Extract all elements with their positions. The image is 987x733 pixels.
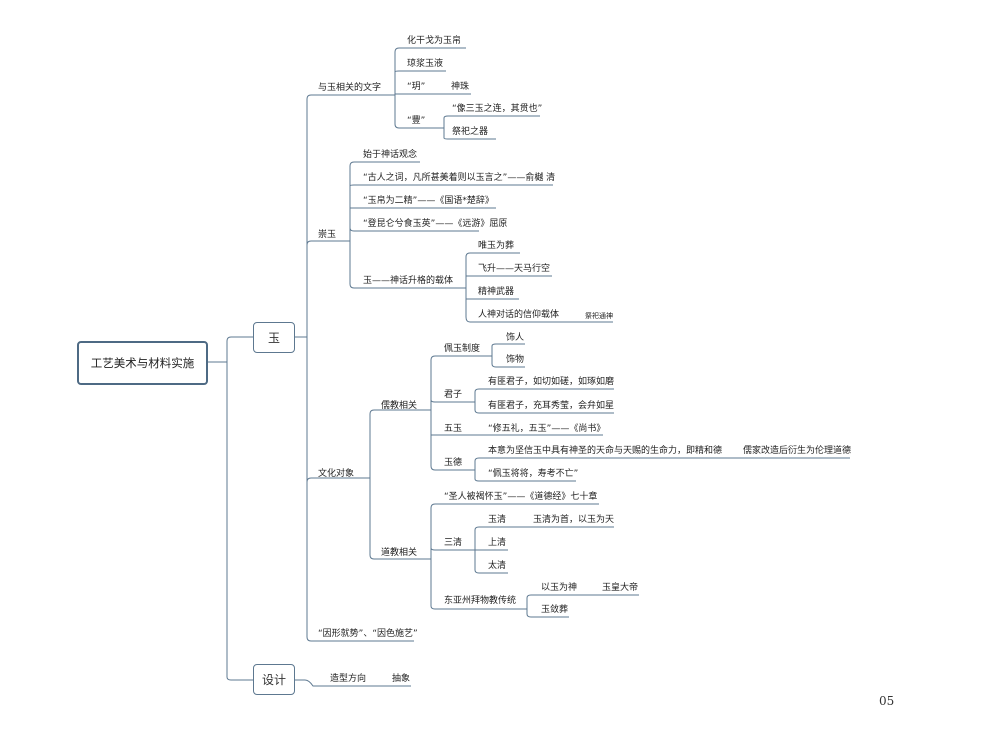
yude-child-node[interactable]: 本意为坚信玉中具有神圣的天命与天赐的生命力，即精和德 — [488, 446, 723, 456]
yude-subchild-node[interactable]: 儒家改造后衍生为伦理道德 — [743, 446, 852, 456]
taoist-node[interactable]: 道教相关 — [381, 548, 418, 558]
confucian-node[interactable]: 儒教相关 — [381, 401, 418, 411]
yude-child-node[interactable]: “佩玉将将，寿考不亡” — [488, 469, 579, 479]
worship-item-node[interactable]: “登昆仑兮食玉英”——《远游》屈原 — [363, 219, 508, 229]
junzi-child-node[interactable]: 有匪君子，充耳秀莹，会弁如星 — [488, 401, 615, 411]
worship-item-node[interactable]: “古人之词，凡所甚美着则以玉言之”——俞樾 清 — [363, 173, 556, 183]
wuyu-node[interactable]: 五玉 — [444, 424, 463, 434]
jade-node[interactable]: 玉 — [253, 322, 295, 353]
sanqing-node[interactable]: 三清 — [444, 538, 463, 548]
yude-node[interactable]: 玉德 — [444, 458, 463, 468]
junzi-child-node[interactable]: 有匪君子，如切如磋，如琢如磨 — [488, 377, 615, 387]
sanqing-child-node[interactable]: 玉清 — [488, 515, 507, 525]
worship-item-node[interactable]: 始于神话观念 — [363, 150, 418, 160]
wearing-child-node[interactable]: 饰人 — [506, 333, 525, 343]
carrier-child-node[interactable]: 精神武器 — [478, 287, 515, 297]
text-related-node[interactable]: 与玉相关的文字 — [318, 83, 382, 93]
carrier-child-node[interactable]: 人神对话的信仰载体 — [478, 310, 560, 320]
ming-node[interactable]: “玥” — [407, 82, 426, 92]
carrier-subchild-node[interactable]: 祭祀通神 — [585, 312, 613, 320]
junzi-node[interactable]: 君子 — [444, 390, 463, 400]
carrier-node[interactable]: 玉——神话升格的载体 — [363, 276, 454, 286]
east-asia-child-node[interactable]: 以玉为神 — [541, 583, 578, 593]
root-node[interactable]: 工艺美术与材料实施 — [77, 341, 208, 385]
design-child-node[interactable]: 造型方向 — [330, 674, 367, 684]
page-number: 05 — [879, 694, 895, 708]
daode-node[interactable]: “圣人被褐怀玉”——《道德经》七十章 — [444, 492, 598, 502]
wearing-node[interactable]: 佩玉制度 — [444, 344, 481, 354]
carrier-child-node[interactable]: 唯玉为葬 — [478, 241, 515, 251]
east-asia-god-node[interactable]: 玉皇大帝 — [602, 583, 639, 593]
sanqing-child-node[interactable]: 上清 — [488, 538, 507, 548]
text-item-node[interactable]: 化干戈为玉帛 — [407, 36, 462, 46]
east-asia-node[interactable]: 东亚州拜物教传统 — [444, 596, 517, 606]
design-leaf-node[interactable]: 抽象 — [392, 674, 411, 684]
situation-node[interactable]: “因形就势”、“因色施艺” — [318, 629, 418, 639]
worship-node[interactable]: 崇玉 — [318, 230, 337, 240]
worship-item-node[interactable]: “玉帛为二精”——《国语*楚辞》 — [363, 196, 494, 206]
text-item-node[interactable]: 琼浆玉液 — [407, 59, 444, 69]
design-node[interactable]: 设计 — [253, 664, 295, 695]
ming-child-node[interactable]: 神珠 — [451, 82, 470, 92]
culture-node[interactable]: 文化对象 — [318, 469, 355, 479]
carrier-child-node[interactable]: 飞升——天马行空 — [478, 264, 551, 274]
wuyu-child-node[interactable]: “修五礼，五玉”——《尚书》 — [488, 424, 606, 434]
feng-child-node[interactable]: “像三玉之连，其贯也” — [452, 104, 543, 114]
feng-child-node[interactable]: 祭祀之器 — [452, 127, 489, 137]
feng-node[interactable]: “豐” — [407, 116, 426, 126]
yuqing-child-node[interactable]: 玉清为首，以玉为天 — [533, 515, 615, 525]
east-asia-child-node[interactable]: 玉敛葬 — [541, 605, 569, 615]
wearing-child-node[interactable]: 饰物 — [506, 355, 525, 365]
sanqing-child-node[interactable]: 太清 — [488, 561, 507, 571]
